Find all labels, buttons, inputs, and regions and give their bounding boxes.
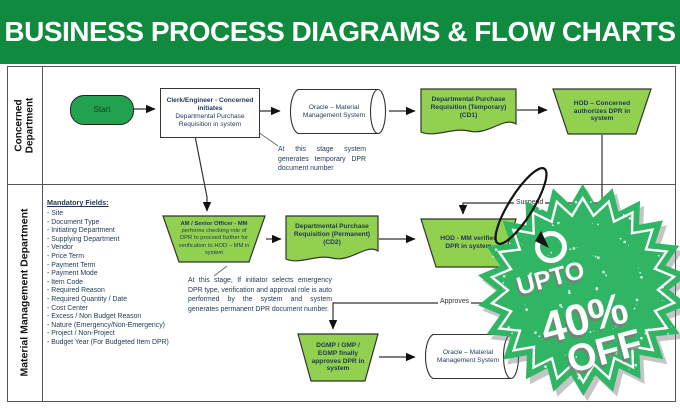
frame-top-border: [7, 66, 676, 67]
list-item: Payment Mode: [47, 270, 169, 279]
cd2-label: Departmental Purchase Requisition (Perma…: [293, 223, 371, 246]
list-item: Initiating Department: [47, 227, 169, 236]
approves-flow-label: Approves: [438, 298, 472, 305]
list-item: Price Term: [47, 253, 169, 262]
note2-text: At this stage, If initiator selects emer…: [188, 277, 332, 313]
frame-bottom-border: [7, 401, 676, 402]
dgmp-label: DGMP / GMP / EGMP finally approves DPR i…: [311, 341, 365, 373]
clerk-label-bold: Clerk/Engineer - Concerned initiates: [166, 97, 254, 113]
connector-ring: [535, 231, 567, 263]
list-item: Vendor: [47, 244, 169, 253]
hod-mm-trapezoid: HOD - MM verifies DPR in system: [420, 218, 517, 268]
cd2-document-shape: Departmental Purchase Requisition (Perma…: [285, 215, 379, 265]
list-item: Excess / Non Budget Reason: [47, 313, 169, 322]
page-title: BUSINESS PROCESS DIAGRAMS & FLOW CHARTS: [4, 16, 676, 47]
frame-left-border: [7, 66, 8, 402]
dgmp-trapezoid: DGMP / GMP / EGMP finally approves DPR i…: [297, 333, 379, 382]
list-item: Cost Center: [47, 305, 169, 314]
list-item: Project / Non-Project: [47, 330, 169, 339]
list-item: Required Quantity / Date: [47, 296, 169, 305]
note1-text: At this stage system generates temporary…: [278, 146, 366, 173]
oracle-db-cylinder-top: Oracle – Material Management System: [285, 88, 387, 135]
lane2-label: Material Management Department: [18, 208, 31, 378]
lane-divider: [7, 184, 676, 185]
lane1-label: Concerned Department: [13, 97, 36, 154]
note-emergency-dpr: At this stage, If initiator selects emer…: [188, 276, 332, 315]
cd1-label: Departmental Purchase Requisition (Tempo…: [430, 96, 507, 119]
loop-arrowhead-icon: [535, 231, 549, 248]
lane-header-material-management: Material Management Department: [8, 185, 42, 401]
mandatory-fields-title: Mandatory Fields:: [47, 198, 109, 207]
hod-mm-label: HOD - MM verifies DPR in system: [440, 235, 497, 250]
frame-right-border: [675, 66, 676, 402]
suspend-flow-label: Suspend: [514, 199, 546, 206]
oracle2-label: Oracle – Material Management System: [436, 348, 500, 364]
start-node: Start: [70, 95, 134, 125]
list-item: Payment Term: [47, 262, 169, 271]
clerk-label-rest: Departmental Purchase Requisition in sys…: [175, 113, 245, 128]
list-item: Nature (Emergency/Non-Emergency): [47, 322, 169, 331]
note-temporary-dpr: At this stage system generates temporary…: [278, 145, 366, 174]
start-label: Start: [93, 105, 111, 115]
mandatory-fields-items: SiteDocument TypeInitiating DepartmentSu…: [47, 210, 169, 348]
lane-header-divider: [42, 66, 43, 402]
oracle1-label: Oracle – Material Management System: [302, 103, 366, 119]
mandatory-fields-list: Mandatory Fields: SiteDocument TypeIniti…: [47, 198, 169, 348]
am-officer-trapezoid: AM / Senior Officer - MM performs checki…: [162, 215, 266, 263]
clerk-process-box: Clerk/Engineer - Concerned initiates Dep…: [160, 88, 260, 138]
am-officer-label-bold: AM / Senior Officer - MM: [180, 221, 248, 228]
title-banner: BUSINESS PROCESS DIAGRAMS & FLOW CHARTS: [0, 0, 680, 64]
hod-concerned-trapezoid: HOD – Concerned authorizes DPR in system: [552, 88, 652, 135]
badge-upto-text: UPTO: [514, 256, 588, 301]
am-officer-label-rest: performs checking role of DPR to proceed…: [178, 228, 250, 256]
oracle-db-cylinder-bottom: Oracle – Material Management System: [420, 333, 520, 380]
badge-off-text: OFF: [562, 322, 646, 382]
list-item: Required Reason: [47, 287, 169, 296]
list-item: Document Type: [47, 219, 169, 228]
hod-concerned-label: HOD – Concerned authorizes DPR in system: [573, 99, 631, 123]
list-item: Site: [47, 210, 169, 219]
list-item: Budget Year (For Budgeted Item DPR): [47, 339, 169, 348]
lane-header-concerned-department: Concerned Department: [8, 67, 42, 184]
badge-40-text: 40%: [535, 283, 633, 353]
list-item: Item Code: [47, 279, 169, 288]
list-item: Supplying Department: [47, 236, 169, 245]
cd1-document-shape: Departmental Purchase Requisition (Tempo…: [420, 88, 517, 138]
